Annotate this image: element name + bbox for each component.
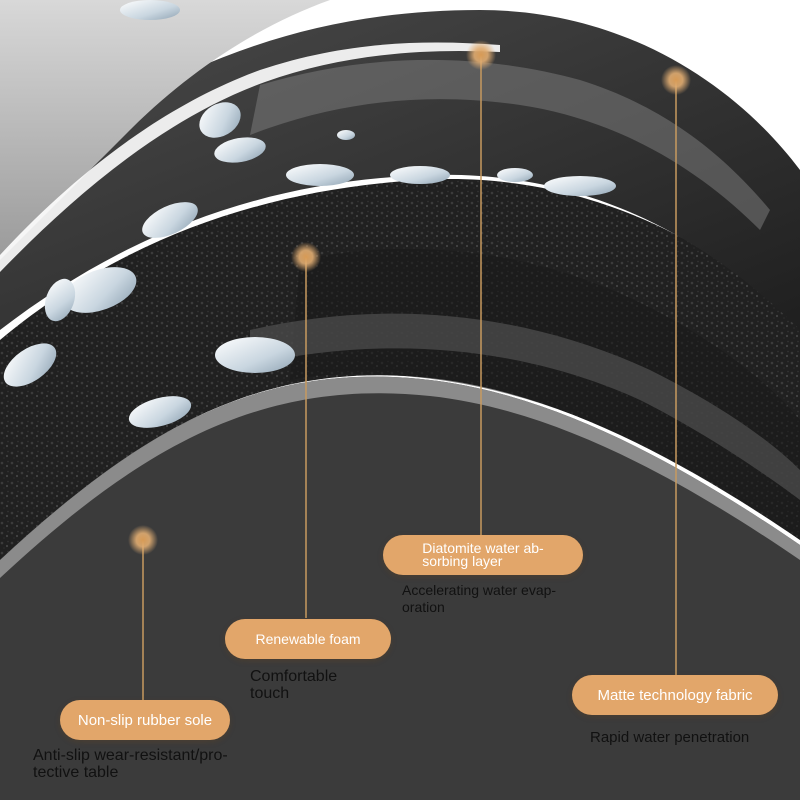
water-droplets (3, 0, 616, 428)
top-fabric-sheet (0, 0, 330, 260)
label-fabric: Matte technology fabric (597, 686, 753, 704)
marker-dot-diatomite (466, 40, 496, 70)
label-pill-diatomite: Diatomite water ab- sorbing layer (383, 535, 583, 575)
sole-edge-highlight (0, 376, 800, 578)
leader-lines (142, 55, 677, 700)
inner-board (250, 313, 800, 500)
marker-dot-sole (128, 525, 158, 555)
label-sole: Non-slip rubber sole (77, 711, 213, 729)
desc-foam: Comfortable touch (250, 668, 338, 702)
desc-fabric: Rapid water penetration (590, 729, 750, 746)
desc-diatomite: Accelerating water evap- oration (402, 582, 557, 615)
marker-dots (128, 40, 691, 555)
desc-sole: Anti-slip wear-resistant/pro- tective ta… (33, 747, 228, 781)
label-diatomite: Diatomite water ab- sorbing layer (422, 540, 544, 569)
label-pill-fabric: Matte technology fabric (572, 675, 778, 715)
label-pill-sole: Non-slip rubber sole (60, 700, 230, 740)
marker-dot-fabric (661, 65, 691, 95)
marker-dot-foam (291, 242, 321, 272)
label-foam: Renewable foam (255, 631, 361, 647)
fabric-inner-grey (250, 59, 770, 230)
label-pill-foam: Renewable foam (225, 619, 391, 659)
